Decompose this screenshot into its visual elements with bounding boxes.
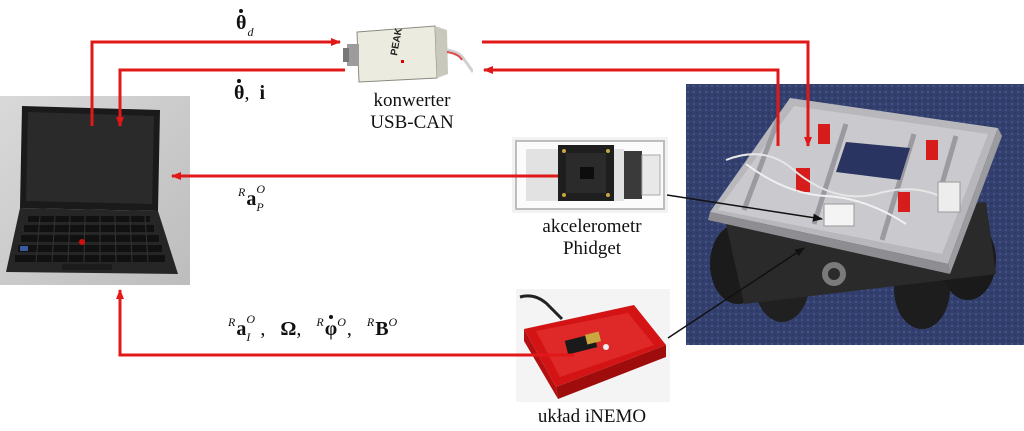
a-i-pre-sup: R: [228, 315, 236, 329]
theta-i-separator: ,: [244, 82, 250, 104]
arrow-inemo-laptop: [116, 289, 574, 357]
arrow-theta-i: [116, 68, 345, 127]
b-sup: O: [388, 315, 398, 329]
math-theta-i: θ, i: [234, 82, 265, 105]
b-pre-sup: R: [366, 315, 375, 329]
phidget-accelerometer-photo: [512, 137, 668, 213]
a-i-sub: I: [246, 330, 251, 345]
inemo-board-photo: [516, 289, 670, 402]
arrow-theta-d: [90, 38, 341, 126]
converter-label-line1: konwerter: [373, 90, 451, 111]
theta-i-symbol: θ: [234, 82, 245, 104]
separator-1: ,: [260, 318, 266, 340]
current-symbol: i: [259, 82, 266, 104]
separator-2: ,: [296, 318, 302, 340]
a-p-pre-sup: R: [238, 185, 246, 199]
phi-pre-sup: R: [316, 315, 324, 329]
converter-label: konwerter USB-CAN: [352, 90, 472, 134]
laptop-photo: [0, 96, 190, 285]
converter-label-line2: USB-CAN: [370, 112, 454, 133]
usb-can-converter-photo: PEAK: [343, 25, 473, 83]
a-i-sup: O: [246, 312, 256, 327]
theta-d-symbol: θ: [236, 12, 247, 34]
phi-symbol: φ: [324, 318, 338, 340]
separator-3: ,: [346, 318, 352, 340]
a-p-symbol: a: [246, 188, 257, 210]
pointer-accelerometer: [666, 194, 823, 222]
a-p-sub: P: [256, 200, 264, 215]
theta-d-subscript: d: [247, 25, 254, 39]
accelerometer-label-line1: akcelerometr: [542, 216, 642, 237]
accelerometer-label: akcelerometr Phidget: [522, 216, 662, 260]
mobile-robot-photo: [686, 84, 1024, 345]
inemo-label: układ iNEMO: [537, 406, 647, 427]
phi-sup: O: [337, 315, 346, 329]
arrow-converter-robot: [482, 40, 812, 147]
b-symbol: B: [375, 318, 389, 340]
arrow-robot-converter: [483, 66, 780, 146]
a-p-sup: O: [256, 182, 266, 197]
converter-brand-logo: PEAK: [389, 26, 405, 56]
math-theta-d: θd: [236, 12, 253, 39]
pointer-inemo: [667, 247, 805, 339]
a-i-symbol: a: [236, 318, 247, 340]
omega-symbol: Ω: [280, 318, 297, 340]
accelerometer-label-line2: Phidget: [562, 238, 622, 259]
